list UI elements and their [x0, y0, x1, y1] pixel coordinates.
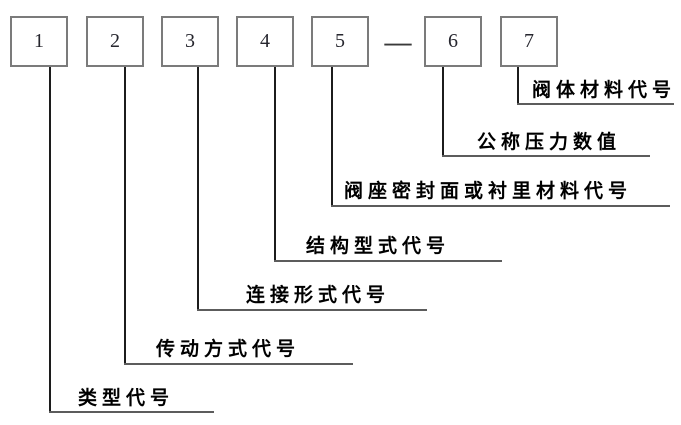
code-digit-4: 4	[260, 29, 270, 52]
code-digit-2: 2	[110, 29, 120, 52]
code-digit-3: 3	[185, 29, 195, 52]
separator-dash: —	[384, 26, 412, 57]
code-box-5: 5	[311, 16, 369, 67]
code-box-1: 1	[10, 16, 68, 67]
label-underline-4	[274, 260, 502, 262]
connector-line-7	[517, 67, 519, 105]
label-underline-7	[517, 103, 674, 105]
connector-line-5	[331, 67, 333, 207]
field-label-structure-type-code: 结构型式代号	[306, 236, 451, 257]
code-box-7: 7	[500, 16, 558, 67]
field-label-seat-lining-material-code: 阀座密封面或衬里材料代号	[344, 181, 633, 202]
field-label-connection-form-code: 连接形式代号	[246, 285, 391, 306]
code-digit-6: 6	[448, 29, 458, 52]
connector-line-4	[274, 67, 276, 262]
code-box-6: 6	[424, 16, 482, 67]
label-underline-2	[124, 363, 353, 365]
code-box-3: 3	[161, 16, 219, 67]
field-label-body-material-code: 阀体材料代号	[532, 80, 677, 101]
field-label-type-code: 类型代号	[78, 388, 175, 409]
code-box-4: 4	[236, 16, 294, 67]
connector-line-2	[124, 67, 126, 365]
code-digit-7: 7	[524, 29, 534, 52]
label-underline-3	[197, 309, 427, 311]
code-digit-1: 1	[34, 29, 44, 52]
field-label-nominal-pressure-value: 公称压力数值	[477, 132, 622, 153]
code-digit-5: 5	[335, 29, 345, 52]
label-underline-6	[442, 155, 650, 157]
field-label-drive-mode-code: 传动方式代号	[156, 339, 301, 360]
code-box-2: 2	[86, 16, 144, 67]
label-underline-5	[331, 205, 670, 207]
connector-line-1	[49, 67, 51, 413]
connector-line-3	[197, 67, 199, 311]
label-underline-1	[49, 411, 214, 413]
connector-line-6	[442, 67, 444, 157]
